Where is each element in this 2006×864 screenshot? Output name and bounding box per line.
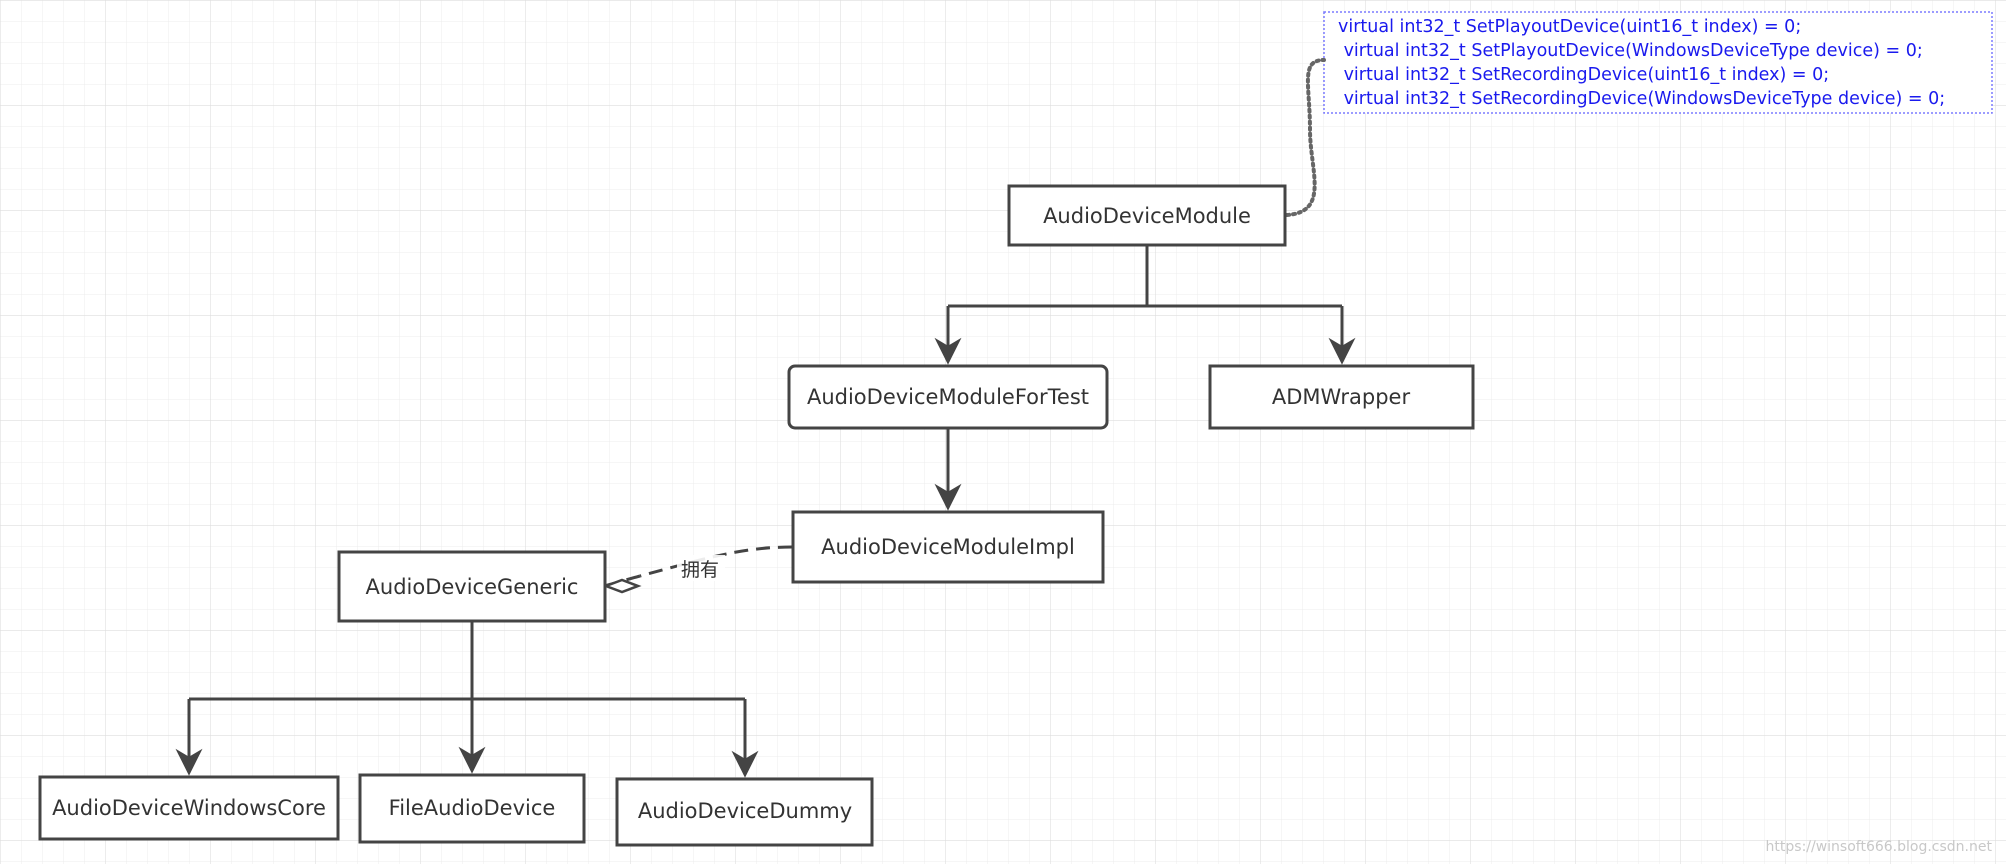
edge-label-owns: 拥有	[681, 559, 719, 581]
note-line-1: virtual int32_t SetPlayoutDevice(uint16_…	[1338, 17, 1801, 37]
node-audio-device-module-impl[interactable]: AudioDeviceModuleImpl	[791, 510, 1105, 584]
node-adm-wrapper[interactable]: ADMWrapper	[1208, 364, 1475, 430]
note-box[interactable]: virtual int32_t SetPlayoutDevice(uint16_…	[1323, 11, 1993, 114]
watermark: https://winsoft666.blog.csdn.net	[1766, 839, 1993, 855]
edge-adm-children	[934, 245, 1356, 365]
node-label: ADMWrapper	[1272, 385, 1411, 409]
note-connector	[1285, 58, 1326, 217]
note-line-2: virtual int32_t SetPlayoutDevice(Windows…	[1338, 41, 1923, 61]
node-audio-device-windows-core[interactable]: AudioDeviceWindowsCore	[38, 775, 340, 841]
node-audio-device-module-for-test[interactable]: AudioDeviceModuleForTest	[787, 364, 1109, 430]
node-audio-device-generic[interactable]: AudioDeviceGeneric	[337, 550, 607, 623]
node-file-audio-device[interactable]: FileAudioDevice	[358, 773, 586, 844]
node-audio-device-dummy[interactable]: AudioDeviceDummy	[615, 777, 874, 847]
node-label: AudioDeviceGeneric	[366, 575, 579, 599]
edge-owns: 拥有	[602, 545, 793, 594]
node-label: AudioDeviceWindowsCore	[52, 796, 326, 820]
node-label: FileAudioDevice	[389, 796, 556, 820]
edge-generic-children	[175, 621, 759, 778]
node-label: AudioDeviceModuleImpl	[821, 535, 1075, 559]
node-label: AudioDeviceModuleForTest	[807, 385, 1089, 409]
node-label: AudioDeviceModule	[1043, 204, 1251, 228]
node-audio-device-module[interactable]: AudioDeviceModule	[1007, 184, 1287, 247]
note-line-4: virtual int32_t SetRecordingDevice(Windo…	[1338, 89, 1945, 109]
note-line-3: virtual int32_t SetRecordingDevice(uint1…	[1338, 65, 1829, 85]
node-label: AudioDeviceDummy	[638, 799, 852, 823]
